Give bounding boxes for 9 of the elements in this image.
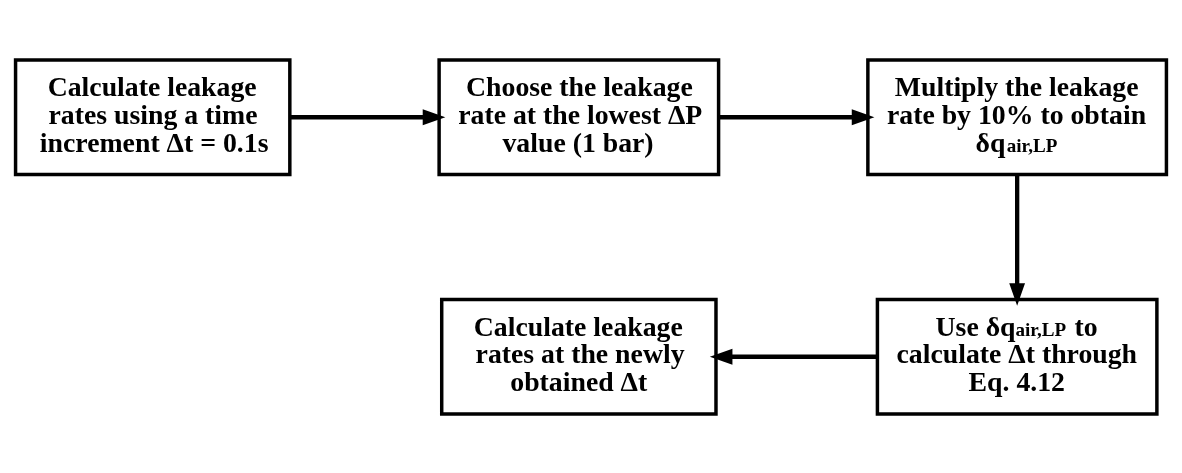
arrow [289,108,446,125]
node-box: Choose the leakage rate at the lowest ΔP value (1 bar) [437,57,721,176]
node-box: Use δqair,LP to calculate Δt through Eq. 4.12 [875,297,1159,416]
node-box: Multiply the leakage rate by 10% to obtain δqair,LP [866,57,1169,176]
node-box: Calculate leakage rates using a time increment Δt = 0.1s [13,57,292,176]
arrow [709,348,877,365]
arrow [718,108,875,125]
arrow [1009,174,1026,306]
node-box: Calculate leakage rates at the newly obtained Δt [440,297,718,416]
